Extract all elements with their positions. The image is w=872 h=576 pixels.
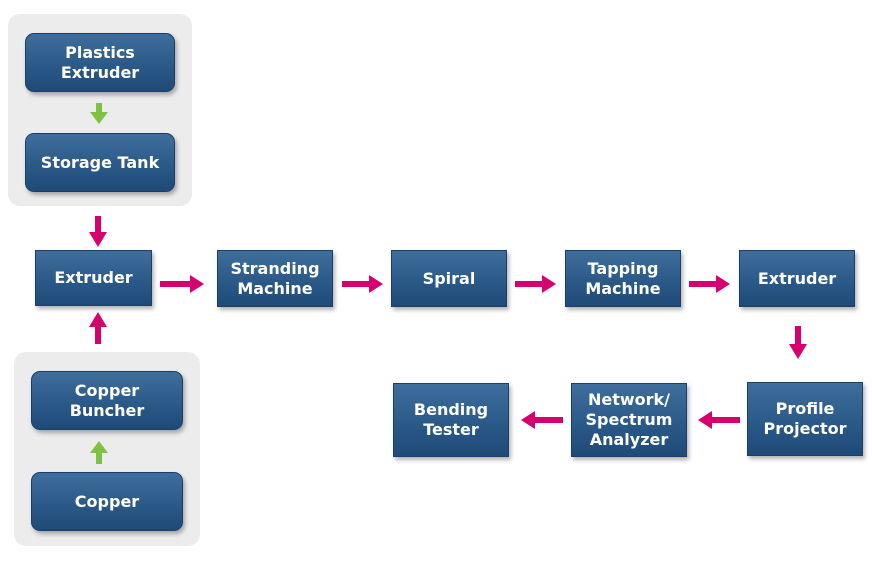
- arrow-storage-to-extruder: [89, 216, 107, 247]
- tapping-machine-box: Tapping Machine: [565, 250, 681, 307]
- stranding-machine-box: Stranding Machine: [217, 250, 333, 307]
- network-spectrum-analyzer-box: Network/ Spectrum Analyzer: [571, 383, 687, 457]
- profile-projector-box: Profile Projector: [747, 382, 863, 456]
- storage-tank-box: Storage Tank: [25, 133, 175, 192]
- copper-box: Copper: [31, 472, 183, 531]
- arrow-tapping-to-extruder: [689, 275, 730, 293]
- extruder-box-1: Extruder: [35, 250, 152, 306]
- arrow-extruder-to-stranding: [160, 275, 204, 293]
- arrow-stranding-to-spiral: [342, 275, 383, 293]
- arrow-buncher-to-extruder: [89, 312, 107, 344]
- arrow-spiral-to-tapping: [515, 275, 556, 293]
- arrow-network-to-bending: [521, 411, 563, 429]
- copper-buncher-box: Copper Buncher: [31, 371, 183, 430]
- extruder-box-2: Extruder: [739, 250, 855, 307]
- bending-tester-box: Bending Tester: [393, 383, 509, 457]
- arrow-copper-to-buncher: [90, 441, 108, 464]
- arrow-extruder-to-profile: [789, 326, 807, 359]
- plastics-extruder-box: Plastics Extruder: [25, 33, 175, 92]
- arrow-plastics-to-storage: [90, 103, 108, 124]
- spiral-box: Spiral: [391, 250, 507, 307]
- arrow-profile-to-network: [698, 411, 740, 429]
